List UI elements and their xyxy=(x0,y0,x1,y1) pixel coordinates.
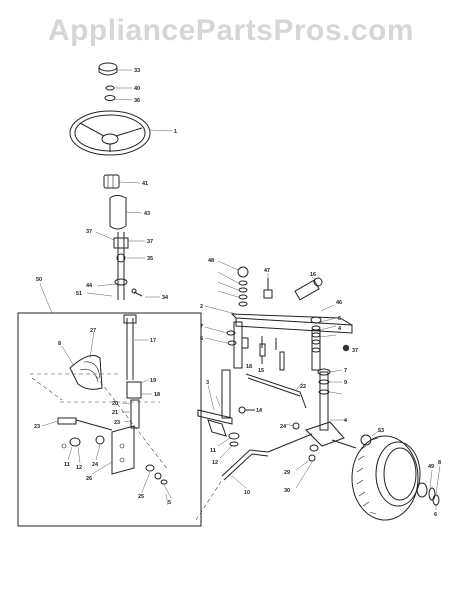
callout-23a: 23 xyxy=(114,420,120,426)
callout-3: 3 xyxy=(206,380,209,386)
callout-40: 40 xyxy=(134,86,140,92)
steering-cap xyxy=(98,62,133,101)
callout-21: 21 xyxy=(112,410,118,416)
callout-51: 51 xyxy=(76,291,82,297)
left-spindle xyxy=(197,369,255,459)
upper-steering-shaft xyxy=(86,231,160,300)
callout-37c: 37 xyxy=(352,348,358,354)
callout-36: 36 xyxy=(134,98,140,104)
callout-labels: 33 40 36 1 41 43 37 37 35 50 44 51 34 17… xyxy=(34,68,441,518)
callout-4b: 4 xyxy=(344,418,348,424)
callout-16: 16 xyxy=(310,272,316,278)
callout-25: 25 xyxy=(138,494,144,500)
callout-26: 26 xyxy=(86,476,92,482)
tie-rod xyxy=(195,373,313,521)
callout-46: 46 xyxy=(336,300,342,306)
callout-47: 47 xyxy=(264,268,270,274)
callout-18: 18 xyxy=(154,392,160,398)
front-axle xyxy=(204,305,353,371)
callout-10: 10 xyxy=(244,490,250,496)
callout-33: 33 xyxy=(134,68,140,74)
steering-gear-assembly-box xyxy=(17,283,202,527)
callout-44: 44 xyxy=(86,283,93,289)
callout-7a: 7 xyxy=(200,324,203,330)
callout-11a: 11 xyxy=(64,462,70,468)
left-hardware-stack xyxy=(217,260,273,307)
callout-1: 1 xyxy=(174,129,177,135)
callout-29: 29 xyxy=(284,470,290,476)
callout-14: 14 xyxy=(256,408,263,414)
callout-53: 53 xyxy=(378,428,384,434)
callout-8: 8 xyxy=(58,341,61,347)
right-hardware-stack xyxy=(294,276,350,353)
callout-37a: 37 xyxy=(86,229,92,235)
front-tire xyxy=(351,429,441,521)
callout-12b: 12 xyxy=(212,460,218,466)
callout-24b: 24 xyxy=(280,424,287,430)
site-watermark: AppliancePartsPros.com xyxy=(47,14,415,47)
callout-30: 30 xyxy=(284,488,290,494)
callout-4: 4 xyxy=(338,326,342,332)
right-spindle xyxy=(295,368,357,489)
callout-19: 19 xyxy=(150,378,156,384)
callout-7b: 7 xyxy=(344,368,347,374)
callout-20: 20 xyxy=(112,401,118,407)
callout-8b: 8 xyxy=(438,460,441,466)
callout-37b: 37 xyxy=(147,239,153,245)
callout-49: 49 xyxy=(428,464,434,470)
steering-wheel xyxy=(69,110,173,156)
axle-middle-hardware xyxy=(204,326,285,371)
callout-2: 2 xyxy=(200,304,203,310)
callout-15: 15 xyxy=(258,368,264,374)
callout-17: 17 xyxy=(150,338,156,344)
callout-24a: 24 xyxy=(92,462,99,468)
callout-9: 9 xyxy=(344,380,347,386)
callout-18b: 18 xyxy=(246,364,252,370)
callout-34: 34 xyxy=(162,295,169,301)
callout-27: 27 xyxy=(90,328,96,334)
callout-35: 35 xyxy=(147,256,153,262)
callout-41: 41 xyxy=(142,181,148,187)
callout-50: 50 xyxy=(36,277,42,283)
callout-22: 22 xyxy=(300,384,306,390)
callout-6a: 6 xyxy=(200,336,203,342)
callout-23b: 23 xyxy=(34,424,40,430)
wheel-adapter xyxy=(103,174,143,230)
callout-48: 48 xyxy=(208,258,214,264)
callout-43: 43 xyxy=(144,211,150,217)
callout-5: 5 xyxy=(168,500,171,506)
callout-11b: 11 xyxy=(210,448,216,454)
callout-6b: 6 xyxy=(338,316,341,322)
callout-6c: 6 xyxy=(434,512,437,518)
callout-12a: 12 xyxy=(76,465,82,471)
